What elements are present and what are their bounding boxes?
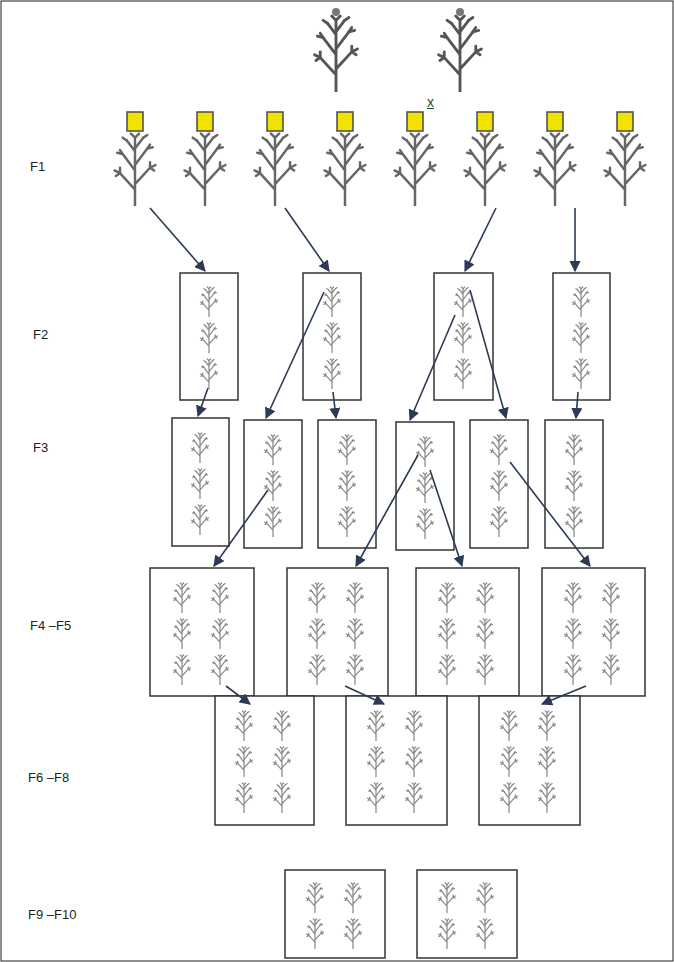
generation-label: F4 –F5 [30,619,71,633]
cross-symbol: x [427,95,434,110]
generation-label: F2 [33,328,48,342]
generation-label: F6 –F8 [28,771,69,785]
generation-label: F1 [30,160,45,174]
generation-label: F3 [33,441,48,455]
generation-label: F9 –F10 [28,908,76,922]
